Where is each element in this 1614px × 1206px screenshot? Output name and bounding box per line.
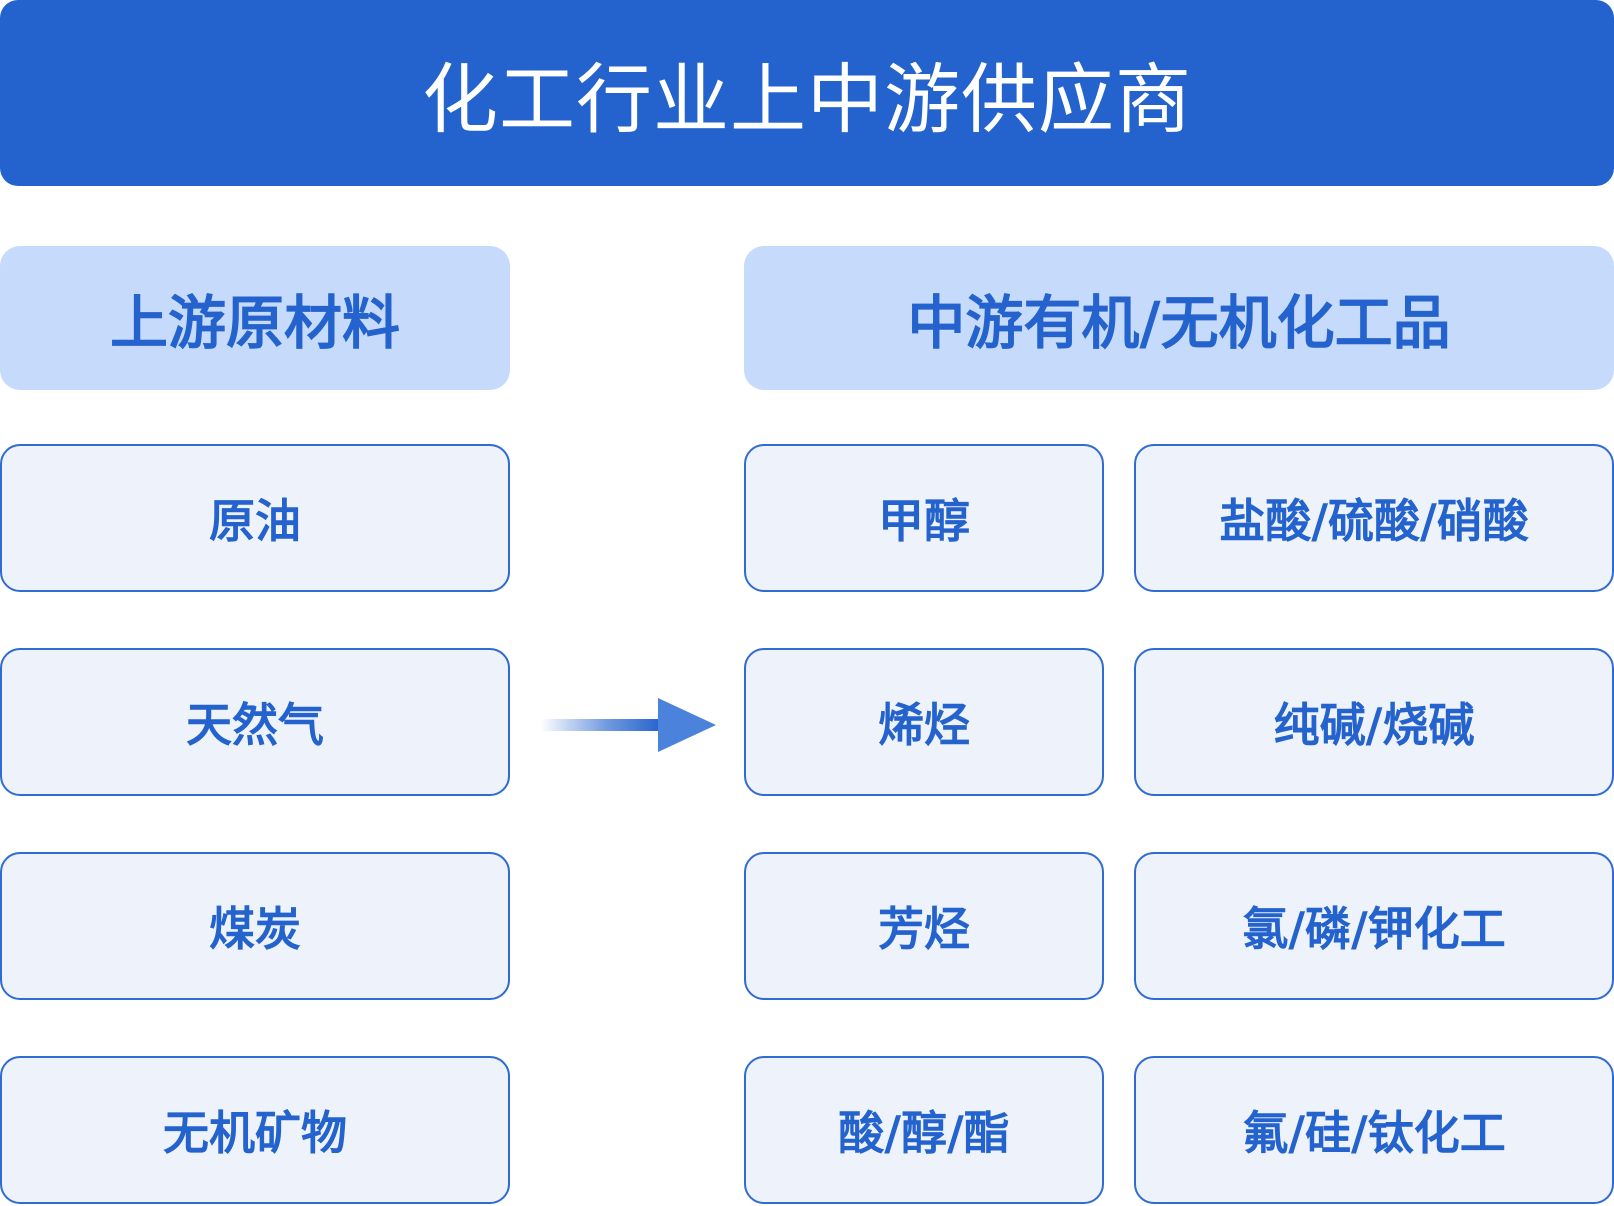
organic-item-olefins: 烯烃 — [744, 648, 1104, 796]
organic-item-acids-alcohols-esters: 酸/醇/酯 — [744, 1056, 1104, 1204]
organic-item-aromatics: 芳烃 — [744, 852, 1104, 1000]
organic-item-methanol: 甲醇 — [744, 444, 1104, 592]
upstream-heading: 上游原材料 — [0, 246, 510, 390]
inorganic-item-alkalis: 纯碱/烧碱 — [1134, 648, 1614, 796]
inorganic-item-acids: 盐酸/硫酸/硝酸 — [1134, 444, 1614, 592]
diagram-header: 化工行业上中游供应商 — [0, 0, 1614, 186]
arrow-right-icon — [540, 698, 716, 752]
diagram-title: 化工行业上中游供应商 — [422, 55, 1192, 144]
midstream-heading: 中游有机/无机化工品 — [744, 246, 1614, 390]
upstream-item-natural-gas: 天然气 — [0, 648, 510, 796]
upstream-item-crude-oil: 原油 — [0, 444, 510, 592]
upstream-item-coal: 煤炭 — [0, 852, 510, 1000]
upstream-item-inorganic-minerals: 无机矿物 — [0, 1056, 510, 1204]
inorganic-item-fluorine-silicon-titanium: 氟/硅/钛化工 — [1134, 1056, 1614, 1204]
inorganic-item-chlorine-phosphorus-potassium: 氯/磷/钾化工 — [1134, 852, 1614, 1000]
